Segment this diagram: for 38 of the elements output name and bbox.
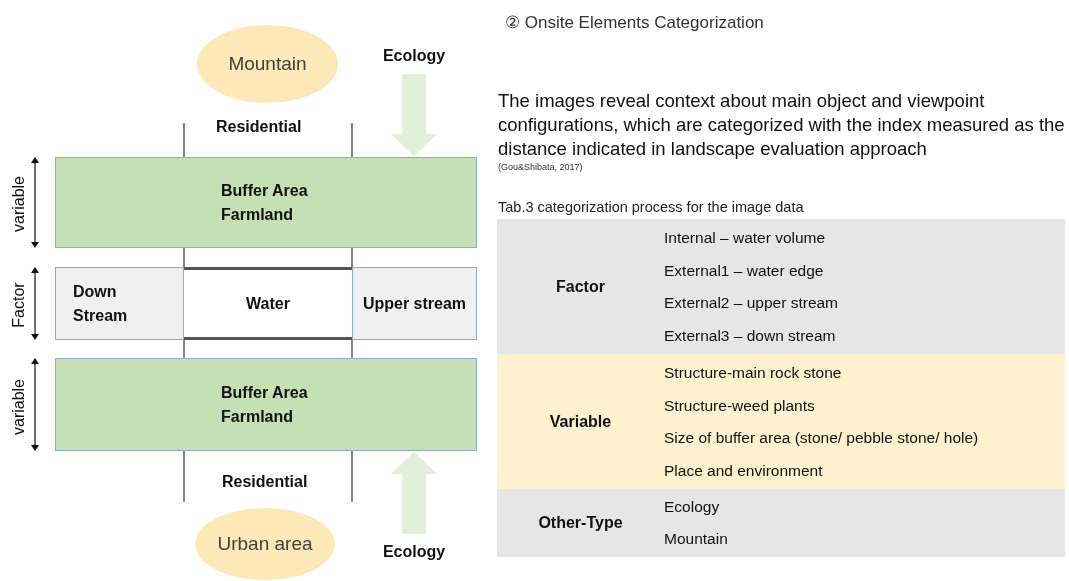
table-category-label: Variable	[549, 411, 612, 432]
buffer-area-box	[55, 358, 477, 451]
road-label: Residential	[216, 117, 302, 137]
dimension-label: variable	[9, 378, 28, 437]
node-label: Buffer Area Farmland	[221, 382, 309, 427]
stream-box	[55, 267, 184, 340]
node-label: Ecology	[382, 46, 446, 66]
table-item-label: Internal – water volume	[664, 227, 827, 248]
table-category-label: Factor	[556, 276, 605, 297]
dimension-label: variable	[9, 175, 28, 234]
title: ② Onsite Elements Categorization	[505, 12, 764, 34]
stream-box	[352, 267, 477, 340]
table-category-label: Other-Type	[538, 513, 623, 533]
node-label: Urban area	[217, 531, 313, 556]
table-item-label: Size of buffer area (stone/ pebble stone/ hole)	[664, 428, 979, 449]
road-label: Residential	[222, 472, 308, 492]
node-label: Water	[246, 293, 290, 314]
table-item-label: Mountain	[664, 529, 728, 550]
table-item-label: External1 – water edge	[664, 260, 825, 281]
dimension-label: Factor	[9, 281, 28, 330]
block-arrow	[391, 452, 437, 534]
table-caption: Tab.3 categorization process for the image data	[498, 198, 804, 217]
table-item-label: Structure-weed plants	[664, 395, 816, 416]
node-label: Buffer Area Farmland	[221, 180, 309, 225]
description-paragraph: The images reveal context about main object and viewpoint configurations, which are categorized with the index measured as the distance indicated in landscape evaluation approach	[498, 89, 1066, 161]
table-item-label: Place and environment	[664, 461, 824, 481]
buffer-area-box	[55, 157, 477, 248]
block-arrow	[391, 74, 437, 156]
node-label: Upper stream	[362, 293, 467, 314]
table-item-label: External3 – down stream	[664, 326, 837, 346]
table-item-label: External2 – upper stream	[664, 293, 839, 314]
table-item-label: Ecology	[664, 497, 721, 518]
citation: (Gou&Shibata, 2017)	[498, 161, 583, 174]
node-label: Mountain	[228, 51, 307, 76]
node-label: Down Stream	[73, 281, 129, 326]
water-box	[184, 267, 352, 340]
node-label: Ecology	[382, 542, 446, 562]
table-item-label: Structure-main rock stone	[664, 362, 843, 383]
